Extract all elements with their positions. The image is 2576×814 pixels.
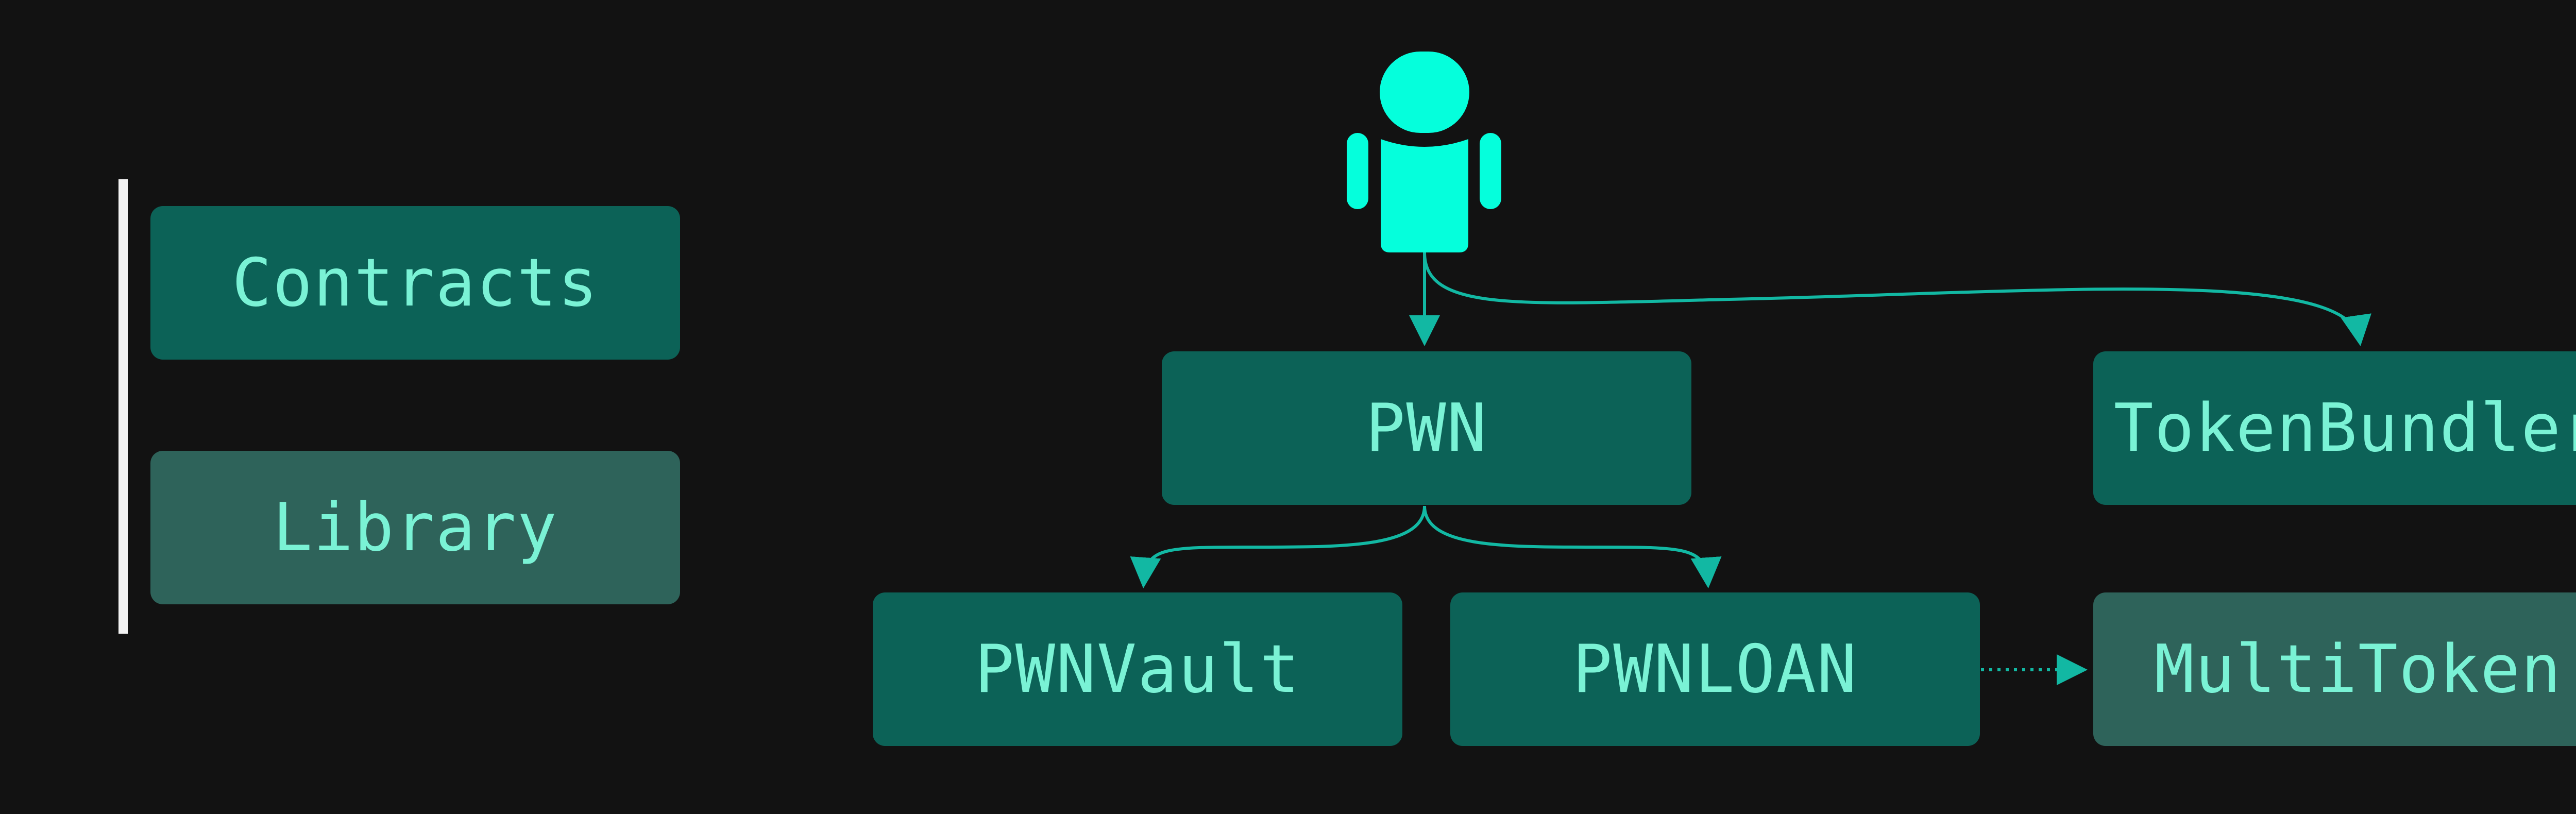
legend-library-label: Library — [273, 489, 558, 566]
node-multitoken[interactable]: MultiToken — [2093, 592, 2576, 746]
legend-bar — [118, 179, 128, 634]
edge-pwn-to-pwnvault — [1130, 505, 1426, 588]
node-pwn-label: PWN — [1365, 389, 1488, 467]
node-pwnloan-label: PWNLOAN — [1572, 631, 1858, 708]
node-pwnloan[interactable]: PWNLOAN — [1450, 592, 1980, 746]
legend-library: Library — [150, 451, 680, 604]
node-pwnvault[interactable]: PWNVault — [873, 592, 1402, 746]
edge-pwn-to-pwnloan — [1423, 505, 1722, 588]
legend-contracts-label: Contracts — [232, 244, 599, 321]
node-multitoken-label: MultiToken — [2154, 631, 2562, 708]
legend-contracts: Contracts — [150, 206, 680, 360]
node-pwnvault-label: PWNVault — [974, 631, 1301, 708]
node-tokenbundler-label: TokenBundler — [2113, 389, 2576, 467]
node-pwn[interactable]: PWN — [1162, 351, 1691, 505]
node-tokenbundler[interactable]: TokenBundler — [2093, 351, 2576, 505]
edge-user-to-tokenbundler — [1423, 252, 2371, 346]
user-icon — [1347, 52, 1501, 252]
